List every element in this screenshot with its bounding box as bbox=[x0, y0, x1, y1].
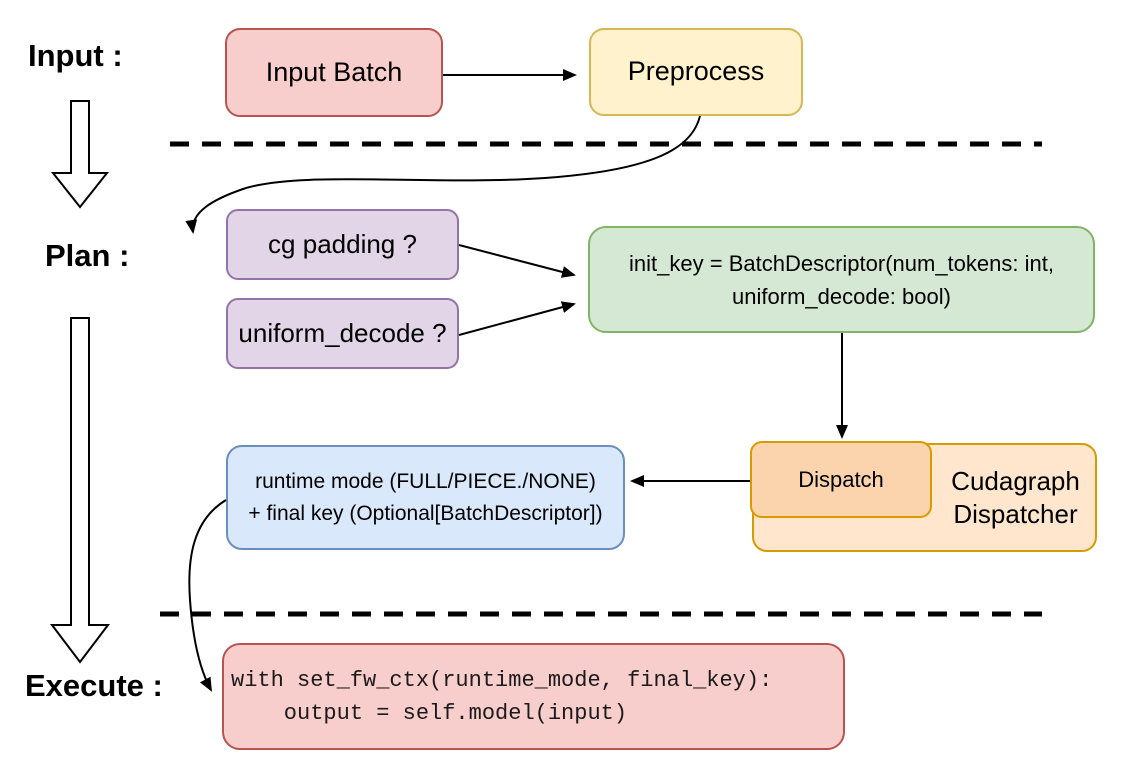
node-init-key-line1: init_key = BatchDescriptor(num_tokens: i… bbox=[629, 250, 1054, 276]
node-dispatch: Dispatch bbox=[750, 441, 932, 518]
node-runtime-mode-line1: runtime mode (FULL/PIECE./NONE) bbox=[255, 469, 596, 493]
node-init-key-line2: uniform_decode: bool) bbox=[732, 283, 951, 309]
node-init-key: init_key = BatchDescriptor(num_tokens: i… bbox=[588, 226, 1095, 333]
phase-label-input: Input : bbox=[28, 38, 123, 73]
node-preprocess-label: Preprocess bbox=[627, 56, 765, 87]
arrow-cgpadding-to-initkey bbox=[458, 244, 576, 278]
node-runtime-mode: runtime mode (FULL/PIECE./NONE) + final … bbox=[226, 445, 625, 550]
phase-label-plan: Plan : bbox=[45, 238, 130, 273]
node-input-batch-label: Input Batch bbox=[265, 56, 403, 87]
node-cudagraph-line1: Cudagraph bbox=[951, 465, 1080, 496]
node-execute-code: with set_fw_ctx(runtime_mode, final_key)… bbox=[222, 643, 845, 750]
arrow-runtimemode-to-executecode bbox=[188, 499, 227, 692]
down-arrow-icon-input-to-plan bbox=[50, 100, 110, 209]
node-cg-padding: cg padding ? bbox=[226, 209, 459, 280]
execute-code-line1: with set_fw_ctx(runtime_mode, final_key)… bbox=[231, 667, 773, 693]
node-dispatch-label: Dispatch bbox=[798, 466, 884, 492]
node-cudagraph-dispatcher-label: Cudagraph Dispatcher bbox=[936, 445, 1095, 550]
node-runtime-mode-line2: + final key (Optional[BatchDescriptor]) bbox=[248, 501, 603, 525]
arrow-uniformdecode-to-initkey bbox=[458, 301, 576, 336]
node-input-batch: Input Batch bbox=[225, 28, 443, 117]
node-cudagraph-line2: Dispatcher bbox=[953, 498, 1078, 529]
down-arrow-icon-plan-to-execute bbox=[49, 317, 111, 664]
node-cg-padding-label: cg padding ? bbox=[268, 229, 417, 260]
phase-label-execute: Execute : bbox=[25, 668, 163, 703]
execute-code-line2: output = self.model(input) bbox=[231, 700, 628, 726]
node-uniform-decode-label: uniform_decode ? bbox=[238, 318, 447, 349]
node-preprocess: Preprocess bbox=[589, 28, 803, 116]
node-uniform-decode: uniform_decode ? bbox=[226, 298, 459, 369]
